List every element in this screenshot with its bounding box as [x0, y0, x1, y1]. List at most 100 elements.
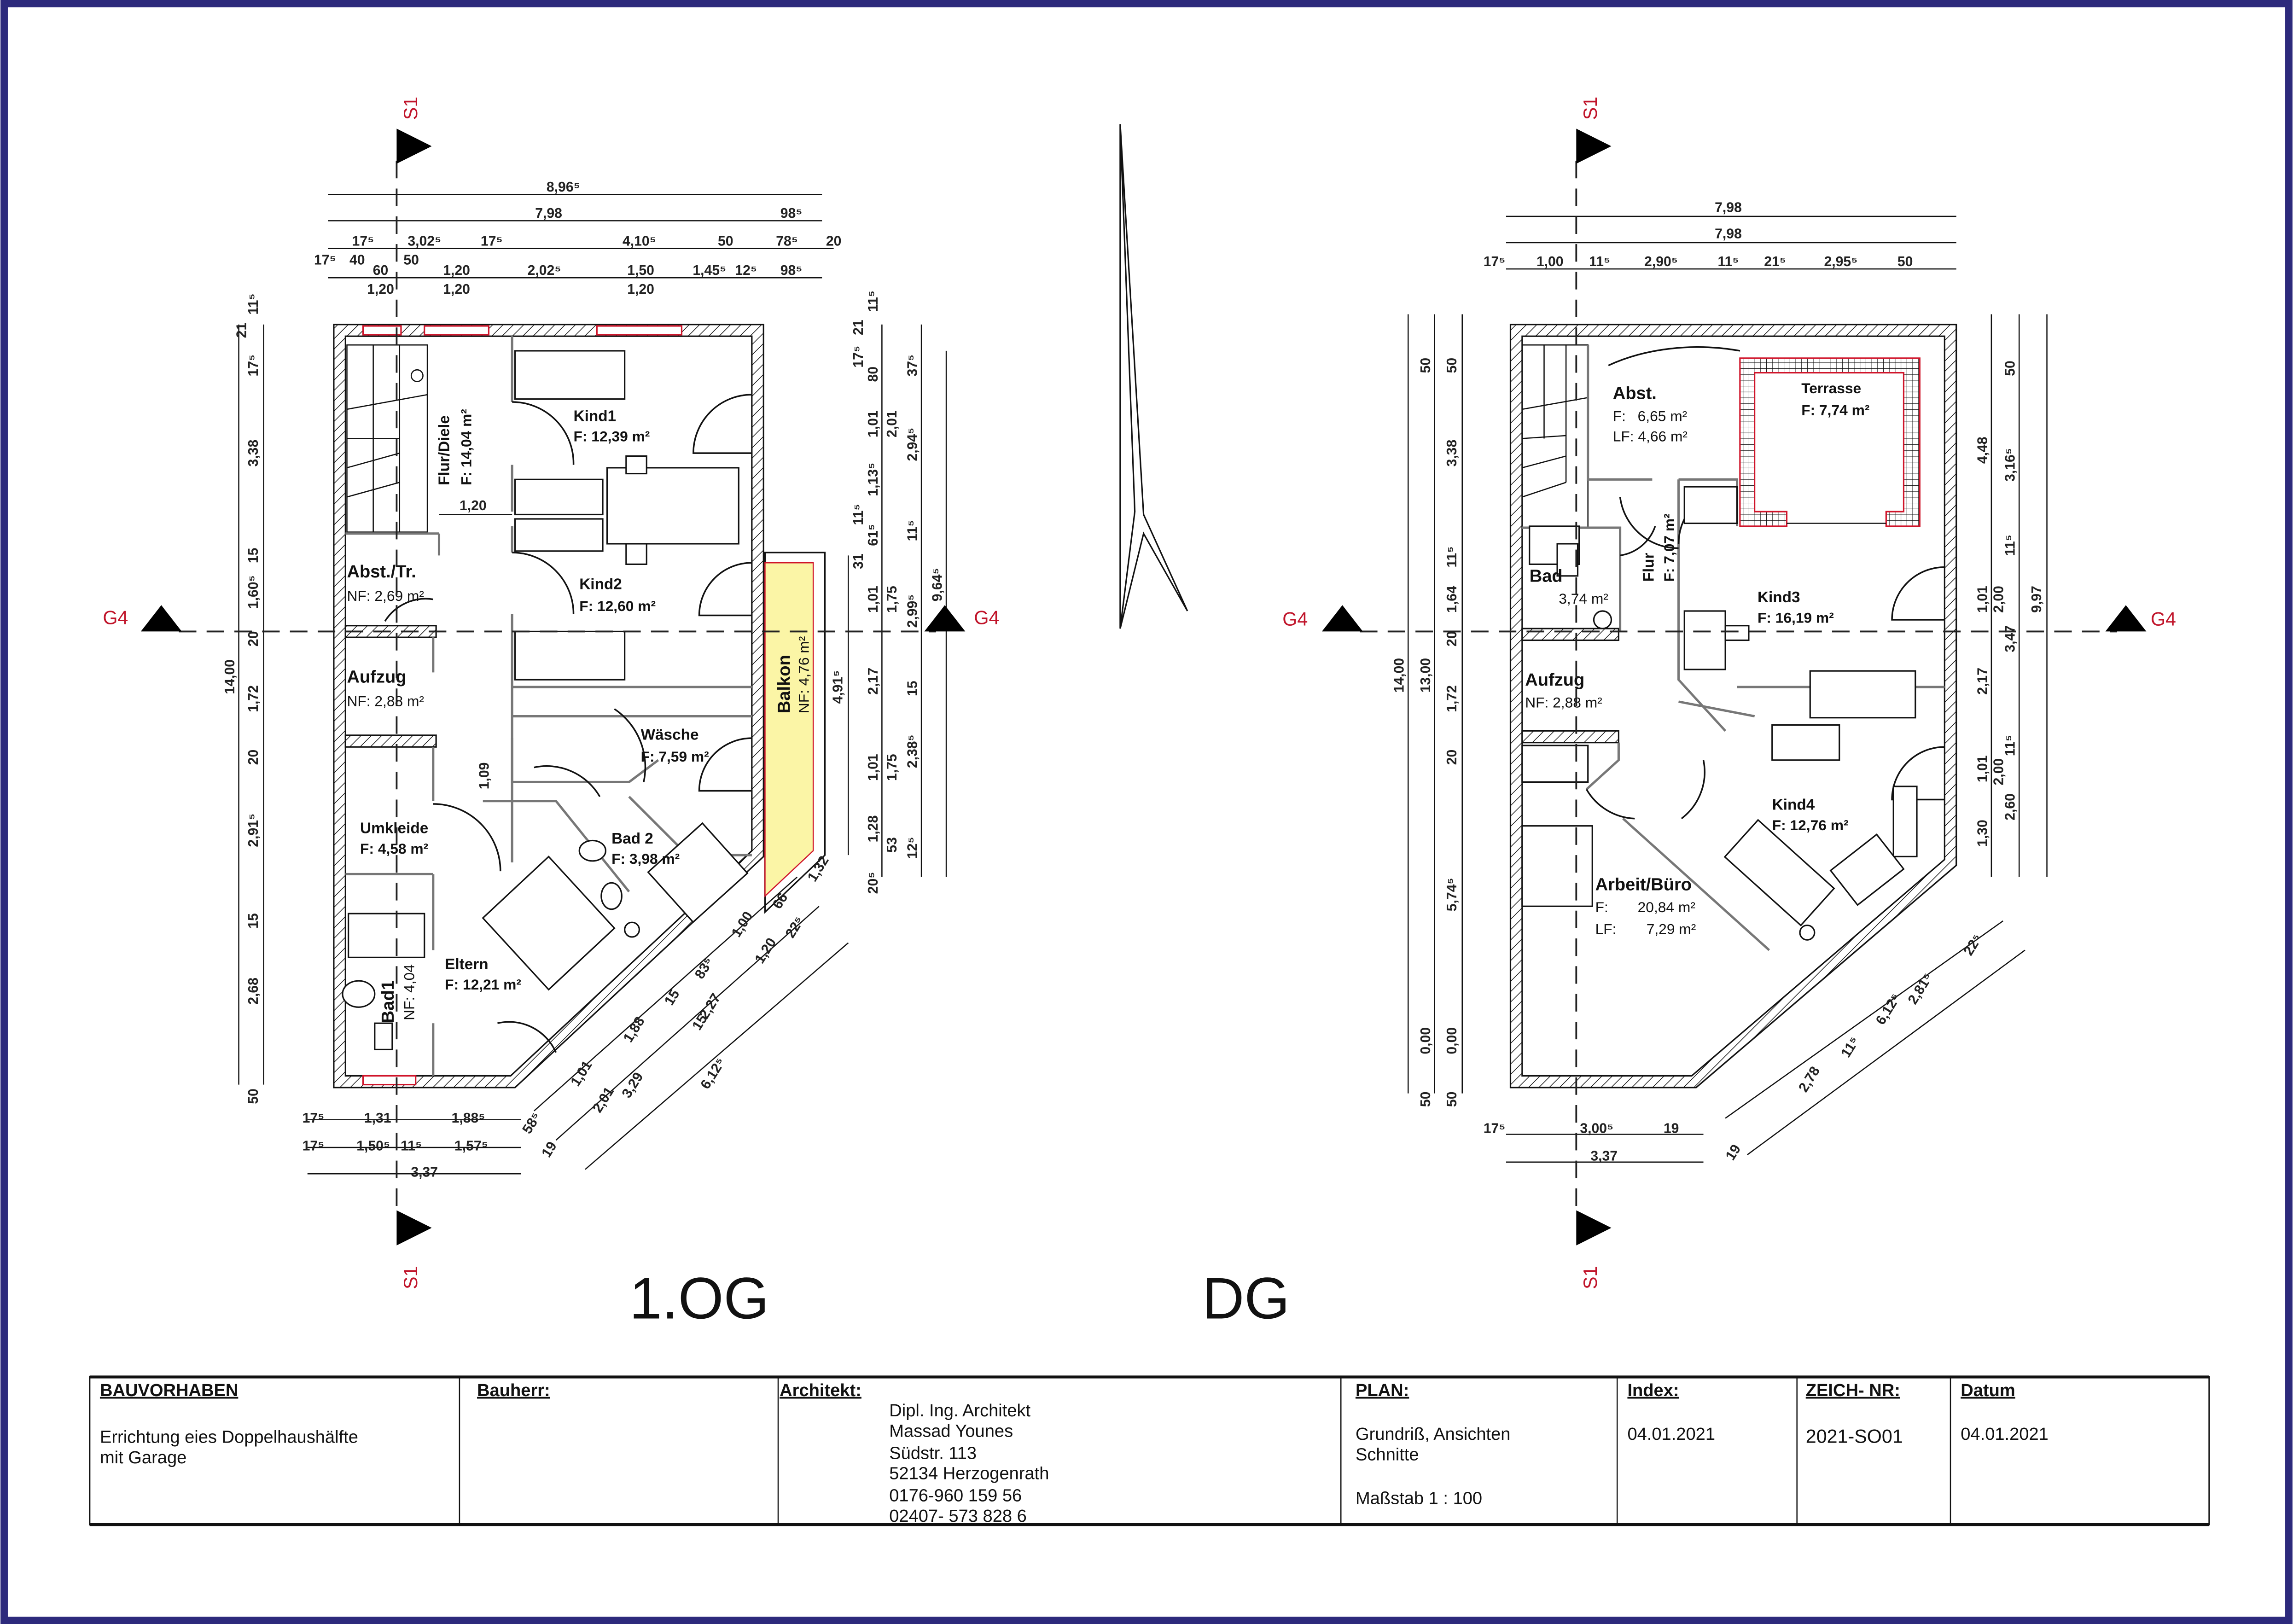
dimension-label: 4,91⁵ [831, 670, 846, 704]
plan-line: Grundriß, Ansichten [1356, 1425, 1511, 1444]
floor-plan-dg: Abst. F: 6,65 m² LF: 4,66 m² Terrasse F:… [1202, 215, 2048, 1331]
dimension-label: 11⁵ [1717, 254, 1739, 269]
dimension-label: 2,38⁵ [905, 734, 920, 768]
dimension-label: 50 [1418, 358, 1433, 373]
room-name-aufzug: Aufzug [1525, 670, 1584, 690]
room-labels-1og: Kind1 F: 12,39 m² Flur/Diele F: 14,04 m²… [347, 407, 812, 1023]
dimension-label: 1,32 [805, 853, 832, 884]
dimension-label: 9,64⁵ [930, 568, 945, 601]
dimension-label: 1,30 [1975, 820, 1990, 847]
dimension-label: 50 [246, 1088, 261, 1104]
room-name-kind1: Kind1 [574, 407, 617, 425]
dimension-label: 3,37 [1590, 1149, 1618, 1164]
plan-title-dg: DG [1202, 1266, 1290, 1331]
dimension-label: 11⁵ [1838, 1034, 1862, 1060]
room-area-umkleide: F: 4,58 m² [360, 840, 428, 857]
dimension-label: 1,72 [246, 685, 261, 712]
room-labels-dg: Abst. F: 6,65 m² LF: 4,66 m² Terrasse F:… [1525, 380, 1869, 937]
dimension-label: 1,01 [866, 410, 881, 437]
section-label-g4: G4 [2151, 609, 2176, 630]
dimension-label: 3,29 [619, 1070, 646, 1100]
dimension-label: 53 [885, 837, 900, 853]
title-block: BAUVORHABEN Errichtung eies Doppelhaushä… [89, 1375, 2210, 1526]
bauvorhaben-label: BAUVORHABEN [100, 1381, 238, 1400]
dimension-label: 3,47 [2003, 625, 2018, 652]
dimension-label: 2,00 [1991, 758, 2006, 786]
dimension-label: 40 [349, 253, 365, 268]
dimension-label: 20 [1444, 631, 1460, 647]
dimension-label: 3,37 [411, 1165, 438, 1180]
dimension-label: 1,28 [866, 815, 881, 843]
section-label-s1: S1 [1580, 97, 1601, 120]
dimension-label: 8,96⁵ [547, 180, 580, 195]
dimension-label: 50 [2003, 361, 2018, 376]
dimension-label: 14,00 [222, 659, 238, 694]
dimension-label: 80 [866, 367, 881, 382]
room-name-abst: Abst. [1613, 384, 1657, 403]
room-area-bad1: NF: 4,04 [401, 964, 418, 1020]
dimension-label: 6,12⁵ [1873, 991, 1904, 1027]
exterior-wall [333, 324, 764, 1088]
dimension-label: 1,57⁵ [454, 1138, 488, 1153]
dimension-label: 50 [1897, 254, 1913, 269]
dimension-label: 58⁵ [519, 1110, 544, 1136]
dimension-label: 21 [851, 320, 866, 335]
bauvorhaben-line: Errichtung eies Doppelhaushälfte [100, 1427, 358, 1447]
dimension-label: 3,02⁵ [407, 233, 441, 249]
dimension-label: 17⁵ [352, 233, 374, 249]
section-g4-marker-icon [2105, 605, 2147, 632]
dimension-label: 15 [246, 913, 261, 929]
dimension-label: 20 [1444, 750, 1460, 765]
room-area-buero: 20,84 m² [1638, 899, 1695, 915]
dimension-label: 0,00 [1418, 1027, 1433, 1054]
dimension-label: 17⁵ [1484, 254, 1506, 269]
section-label-s1: S1 [400, 97, 421, 120]
dimension-label: 1,01 [568, 1058, 595, 1089]
room-area-abst: 6,65 m² [1638, 407, 1688, 424]
dimension-label: 1,75 [885, 754, 900, 781]
dimension-label: 11⁵ [905, 520, 920, 541]
dimension-label: 2,99⁵ [905, 594, 920, 628]
dimension-label: 1,20 [627, 282, 654, 297]
dimension-label: 11⁵ [246, 293, 261, 314]
room-area-aufzug: NF: 2,88 m² [1525, 694, 1602, 711]
dimension-label: 1,60⁵ [246, 575, 261, 609]
section-g4-marker-icon [924, 605, 966, 632]
furniture [1521, 486, 1918, 941]
dimension-label: 17⁵ [303, 1138, 325, 1153]
dimension-label: 15 [905, 681, 920, 696]
dimension-label: 2,78 [1796, 1064, 1823, 1095]
datum-value: 04.01.2021 [1961, 1425, 2049, 1444]
dimension-label: 2,00 [1991, 586, 2006, 613]
room-area-waesche: F: 7,59 m² [641, 748, 709, 765]
dimension-label: 1,64 [1444, 586, 1460, 613]
balcony-area [764, 562, 814, 897]
room-area-kind3: F: 16,19 m² [1758, 609, 1834, 626]
architekt-line: 52134 Herzogenrath [889, 1464, 1049, 1484]
dimension-label: 50 [403, 253, 419, 268]
datum-label: Datum [1961, 1381, 2015, 1400]
dimension-label: 2,60 [2003, 793, 2018, 821]
dimension-label: 1,20 [443, 263, 470, 278]
furniture [342, 350, 749, 1050]
dimension-label: 7,98 [1715, 226, 1742, 241]
dimension-label: 50 [1418, 1092, 1433, 1107]
dimension-label: 83⁵ [692, 955, 716, 982]
dimension-label: 9,97 [2029, 586, 2044, 613]
dimension-label: 1,75 [885, 586, 900, 613]
room-area-flur: F: 14,04 m² [458, 409, 474, 485]
plan-scale: Maßstab 1 : 100 [1356, 1489, 1482, 1508]
dimension-label: 1,13⁵ [866, 463, 881, 496]
dimension-label: 50 [718, 233, 733, 249]
architekt-line: Massad Younes [889, 1422, 1013, 1441]
dimension-label: 7,98 [535, 206, 562, 221]
section-markers: G4 G4 G4 G4 S1 S1 S1 S1 [103, 97, 2176, 1289]
room-name-bad: Bad [1530, 566, 1563, 586]
dimension-label: 20⁵ [866, 872, 881, 894]
section-g4-marker-icon [1321, 605, 1363, 632]
dimension-label: 1,01 [866, 586, 881, 613]
dimension-label: 1,00 [729, 909, 756, 940]
staircase [1521, 344, 1589, 529]
